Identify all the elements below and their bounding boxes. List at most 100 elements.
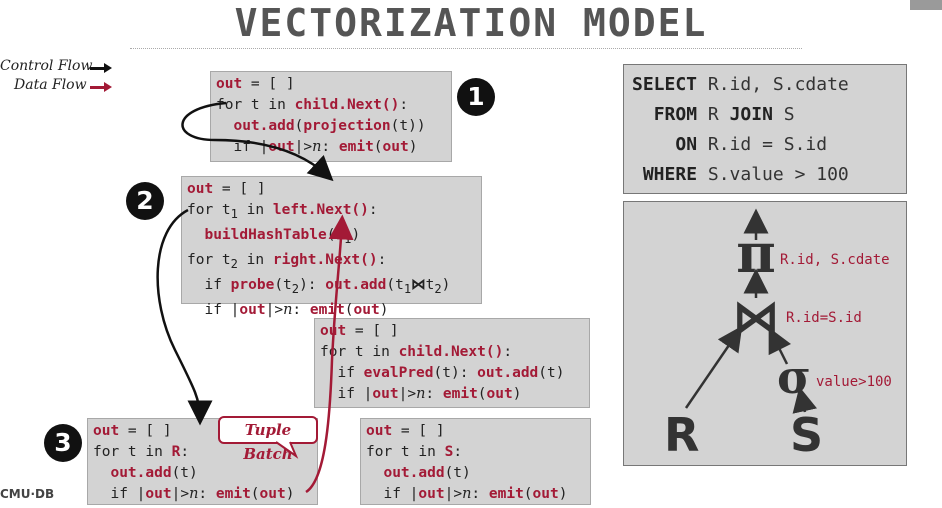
plan-edge-sel-join (768, 327, 792, 365)
sql-keyword: JOIN (729, 104, 773, 125)
code-token: ( (477, 386, 487, 402)
code-token: out (239, 301, 266, 318)
code-token: n (189, 486, 199, 502)
code-token: out (382, 139, 409, 155)
code-token: (t) (171, 465, 198, 481)
code-token: n (416, 386, 426, 402)
code-token: ) (285, 486, 295, 502)
code-token: if (337, 365, 364, 381)
sql-keyword: WHERE (642, 164, 698, 185)
slide-title: VECTORIZATION MODEL (234, 1, 708, 45)
code-token: (t (386, 276, 404, 293)
code-token: 1 (230, 206, 238, 221)
code-token: (t) (444, 465, 471, 481)
code-token: (t)) (390, 118, 426, 134)
relation-s: S (790, 408, 824, 462)
code-token: |> (444, 486, 463, 502)
code-token: : (292, 301, 310, 318)
code-token: for t (187, 202, 231, 218)
sql-text: R (697, 104, 730, 125)
code-token: : (503, 344, 513, 360)
cmu-db-logo: CMU·DB (0, 487, 55, 501)
code-token: if | (204, 301, 240, 318)
code-token: for t in (93, 444, 172, 460)
legend-control-arrow (90, 63, 112, 73)
code-token: out (187, 181, 214, 197)
projection-operator-box: out = [ ] for t in child.Next(): out.add… (210, 71, 452, 162)
sql-query-box: SELECT R.id, S.cdate FROM R JOIN S ON R.… (623, 64, 907, 194)
code-token: 2 (230, 256, 238, 271)
code-token: ) (441, 276, 451, 293)
code-token: evalPred (363, 365, 434, 381)
plan-edge-r-join (684, 325, 743, 409)
code-token: emit (338, 139, 374, 155)
code-token: |> (294, 139, 313, 155)
code-token: child.Next() (398, 344, 504, 360)
join-symbol: ⋈ (733, 290, 779, 344)
code-token: probe (230, 276, 275, 293)
code-token: : (453, 444, 463, 460)
code-token: n (462, 486, 472, 502)
code-token: ( (344, 301, 354, 318)
code-token: (t (326, 226, 345, 243)
code-token: buildHashTable (204, 226, 327, 243)
code-token: if | (337, 386, 373, 402)
code-token: child.Next() (294, 97, 400, 113)
code-token: 2 (291, 281, 300, 296)
selection-symbol: σ (777, 350, 811, 404)
plan-edges (684, 208, 817, 414)
code-token: out (93, 423, 120, 439)
code-token: (t): (433, 365, 478, 381)
code-token: ): (299, 276, 326, 293)
code-token: in (237, 202, 273, 218)
code-token: ) (379, 301, 389, 318)
projection-symbol: π (736, 221, 776, 285)
code-token: : (425, 386, 443, 402)
step-badge-2: 2 (126, 182, 164, 220)
code-token: ( (294, 118, 304, 134)
code-token: = [ ] (392, 423, 445, 439)
relation-r: R (664, 408, 700, 462)
code-token: out.add (233, 118, 295, 134)
step-badge-3: 3 (44, 424, 82, 462)
code-token: for t in (216, 97, 295, 113)
code-token: for t (187, 251, 231, 268)
code-token: right.Next() (272, 251, 378, 268)
title-divider (130, 48, 802, 49)
sql-keyword: FROM (653, 104, 698, 125)
code-token: ) (408, 139, 418, 155)
code-token: (t) (538, 365, 565, 381)
code-token: ( (373, 139, 383, 155)
code-token: n (312, 139, 322, 155)
code-token: R (171, 444, 181, 460)
code-token: S (444, 444, 454, 460)
code-token: : (377, 251, 387, 268)
code-token: |> (265, 301, 284, 318)
legend-data-arrow (90, 82, 112, 92)
code-token: |> (398, 386, 417, 402)
legend-data-flow: Data Flow (14, 77, 87, 93)
plan-edge-s-sel (792, 386, 817, 414)
code-token: : (180, 444, 190, 460)
code-token: emit (309, 301, 345, 318)
scan-s-operator-box: out = [ ] for t in S: out.add(t) if |out… (360, 418, 591, 505)
code-token: ) (558, 486, 568, 502)
code-token: t (425, 276, 435, 293)
sql-keyword: ON (675, 134, 698, 155)
code-token: left.Next() (272, 202, 369, 218)
code-token: emit (442, 386, 478, 402)
code-token: = [ ] (119, 423, 172, 439)
code-token: emit (215, 486, 251, 502)
code-token: : (321, 139, 339, 155)
sql-text: S (772, 104, 795, 125)
code-token: (t (274, 276, 292, 293)
code-token: out (268, 139, 295, 155)
legend-control-flow: Control Flow (0, 58, 93, 74)
code-token: : (368, 202, 378, 218)
code-token: out (145, 486, 172, 502)
code-token: in (237, 251, 273, 268)
corner-tab (910, 0, 942, 10)
code-token: out (532, 486, 559, 502)
code-token: out (418, 486, 445, 502)
sql-text: R.id, S.cdate (697, 74, 849, 95)
